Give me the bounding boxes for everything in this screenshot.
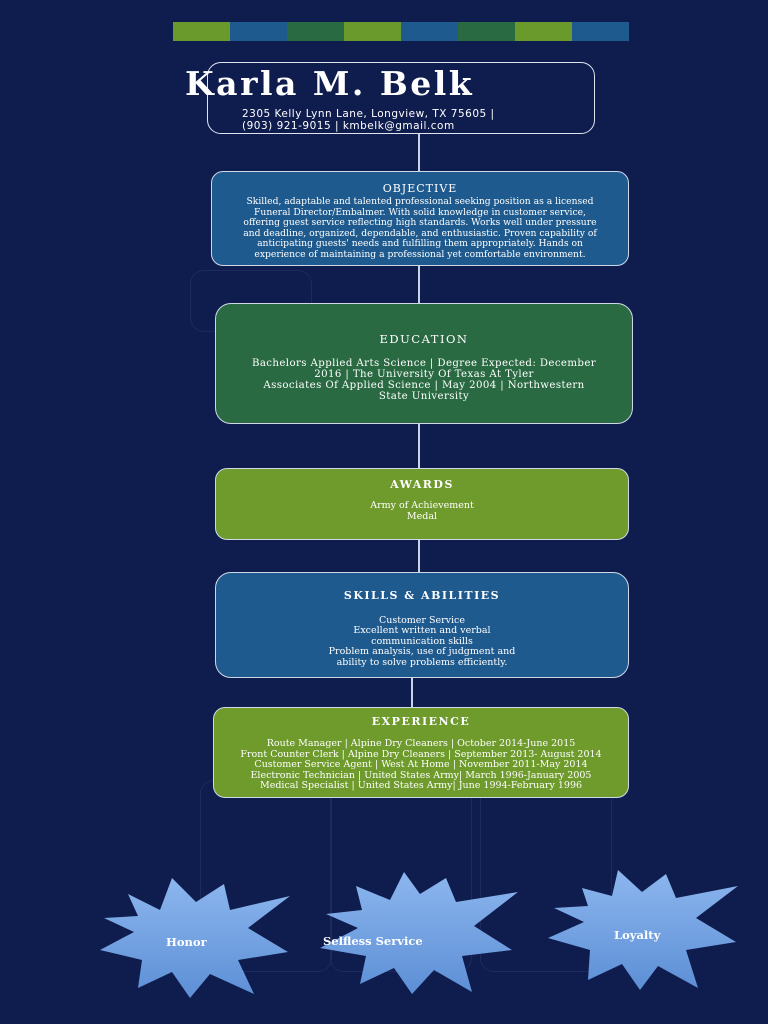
text-line: Customer Service xyxy=(378,615,465,626)
text-line: Funeral Director/Embalmer. With solid kn… xyxy=(254,206,586,218)
loyalty-star-icon xyxy=(548,870,738,990)
text-line: Customer Service Agent | West At Home | … xyxy=(254,759,588,770)
color-block xyxy=(515,22,572,41)
skills-title: SKILLS & ABILITIES xyxy=(343,589,501,602)
color-block xyxy=(572,22,629,41)
education-section: EDUCATION Bachelors Applied Arts Science… xyxy=(215,303,633,424)
value-honor: Honor xyxy=(166,935,207,949)
color-block xyxy=(401,22,458,41)
honor-star-icon xyxy=(100,878,290,998)
objective-title: OBJECTIVE xyxy=(382,182,458,195)
text-line: Bachelors Applied Arts Science | Degree … xyxy=(251,358,597,369)
color-block xyxy=(344,22,401,41)
color-block xyxy=(173,22,230,41)
text-line: offering guest service reflecting high s… xyxy=(243,217,597,229)
value-loyalty: Loyalty xyxy=(614,928,661,942)
connector-line xyxy=(418,134,420,171)
experience-text: Route Manager | Alpine Dry Cleaners | Oc… xyxy=(224,738,618,792)
selfless-service-star-icon xyxy=(320,872,518,994)
text-line: anticipating guests' needs and fulfillin… xyxy=(257,238,583,250)
text-line: and deadline, organized, dependable, and… xyxy=(243,227,597,239)
connector-line xyxy=(418,540,420,572)
text-line: Skilled, adaptable and talented professi… xyxy=(246,196,594,207)
candidate-name: Karla M. Belk xyxy=(185,64,475,103)
phone-email-line: (903) 921-9015 | kmbelk@gmail.com xyxy=(242,119,455,132)
text-line: Problem analysis, use of judgment and xyxy=(328,646,516,658)
text-line: Electronic Technician | United States Ar… xyxy=(250,769,592,781)
connector-line xyxy=(411,678,413,707)
value-selfless-service: Selfless Service xyxy=(323,934,423,948)
text-line: experience of maintaining a professional… xyxy=(254,248,586,260)
objective-section: OBJECTIVE Skilled, adaptable and talente… xyxy=(211,171,629,266)
color-block xyxy=(458,22,515,41)
connector-line xyxy=(418,424,420,468)
text-line: Front Counter Clerk | Alpine Dry Cleaner… xyxy=(240,748,602,760)
color-block xyxy=(230,22,287,41)
education-text: Bachelors Applied Arts Science | Degree … xyxy=(230,358,618,402)
text-line: Associates Of Applied Science | May 2004… xyxy=(263,380,585,391)
experience-title: EXPERIENCE xyxy=(371,715,471,728)
objective-text: Skilled, adaptable and talented professi… xyxy=(224,196,616,261)
connector-line xyxy=(418,266,420,303)
color-bar xyxy=(173,22,629,41)
experience-section: EXPERIENCE Route Manager | Alpine Dry Cl… xyxy=(213,707,629,798)
awards-text: Army of Achievement Medal xyxy=(226,500,618,522)
text-line: Medical Specialist | United States Army|… xyxy=(259,780,583,791)
contact-info: 2305 Kelly Lynn Lane, Longview, TX 75605… xyxy=(242,108,495,132)
text-line: ability to solve problems efficiently. xyxy=(336,656,508,668)
skills-text: Customer Service Excellent written and v… xyxy=(226,615,618,668)
color-block xyxy=(287,22,344,41)
header-box xyxy=(207,62,595,134)
text-line: Excellent written and verbal xyxy=(353,625,491,637)
text-line: Army of Achievement xyxy=(370,500,474,511)
skills-section: SKILLS & ABILITIES Customer Service Exce… xyxy=(215,572,629,678)
education-title: EDUCATION xyxy=(379,332,469,346)
awards-title: AWARDS xyxy=(390,478,454,491)
text-line: Route Manager | Alpine Dry Cleaners | Oc… xyxy=(266,738,576,749)
text-line: State University xyxy=(378,391,470,402)
text-line: Medal xyxy=(406,511,438,522)
awards-section: AWARDS Army of Achievement Medal xyxy=(215,468,629,540)
text-line: 2016 | The University Of Texas At Tyler xyxy=(314,369,534,380)
address-line: 2305 Kelly Lynn Lane, Longview, TX 75605… xyxy=(242,108,495,120)
text-line: communication skills xyxy=(371,635,473,647)
